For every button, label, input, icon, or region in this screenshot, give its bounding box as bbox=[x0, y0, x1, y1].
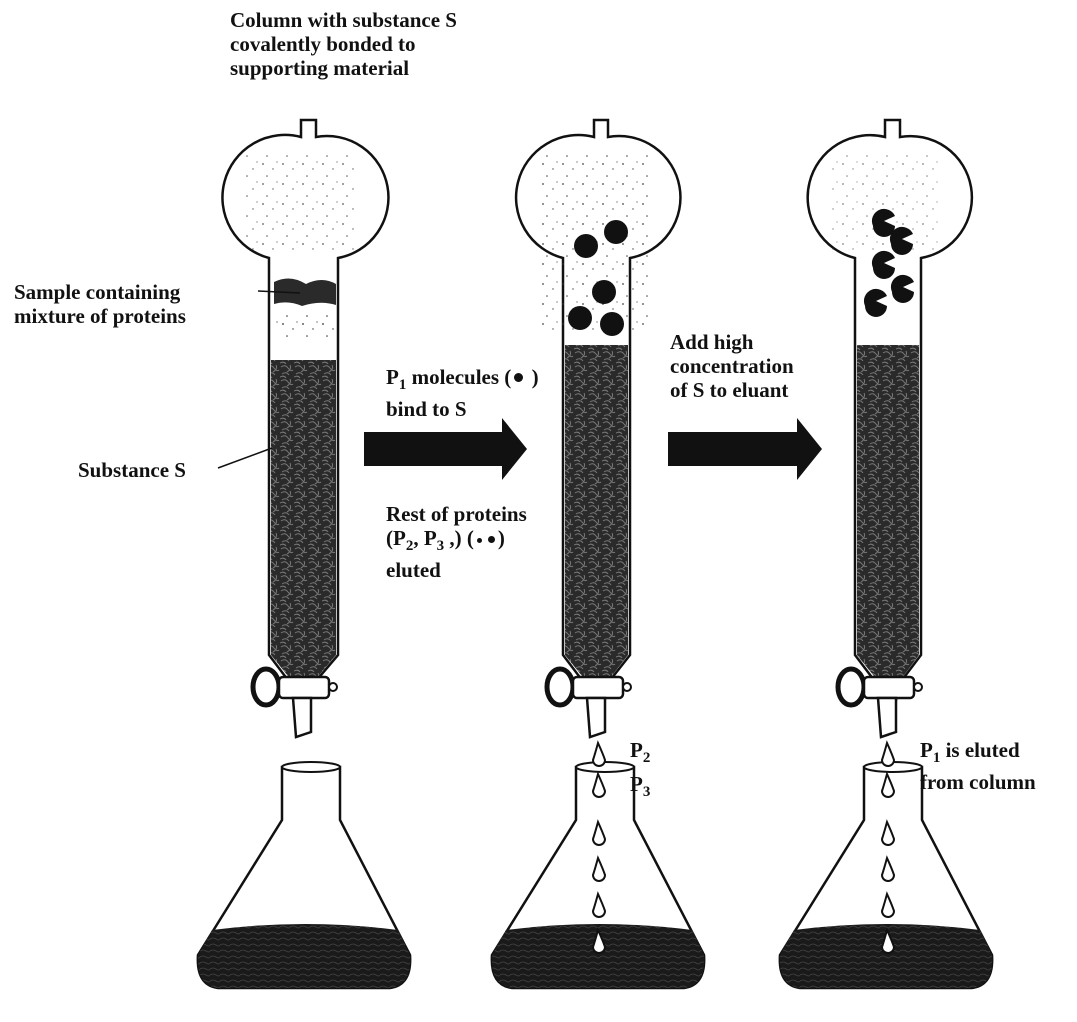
step2-label: Add high concentration of S to eluant bbox=[670, 330, 794, 402]
p2-symbol-icon bbox=[477, 538, 482, 543]
arrow-2 bbox=[668, 418, 822, 480]
column-description-label: Column with substance S covalently bonde… bbox=[230, 8, 457, 80]
column-3 bbox=[808, 120, 972, 737]
p3-symbol-icon bbox=[488, 536, 495, 543]
arrow-1 bbox=[364, 418, 527, 480]
p3-label: P3 bbox=[630, 772, 650, 804]
substance-leader-line bbox=[218, 448, 272, 468]
substance-s-label: Substance S bbox=[78, 458, 186, 482]
column-1 bbox=[222, 120, 388, 737]
rest-label: Rest of proteins (P2, P3 ,) () eluted bbox=[386, 502, 527, 582]
p1-symbol-icon bbox=[514, 373, 523, 382]
column-2 bbox=[516, 120, 680, 737]
p2-label: P2 bbox=[630, 738, 650, 770]
step1-label: P1 molecules ( ) bind to S bbox=[386, 365, 539, 421]
sample-label: Sample containing mixture of proteins bbox=[14, 280, 186, 328]
p1-eluted-label: P1 is eluted from column bbox=[920, 738, 1036, 794]
